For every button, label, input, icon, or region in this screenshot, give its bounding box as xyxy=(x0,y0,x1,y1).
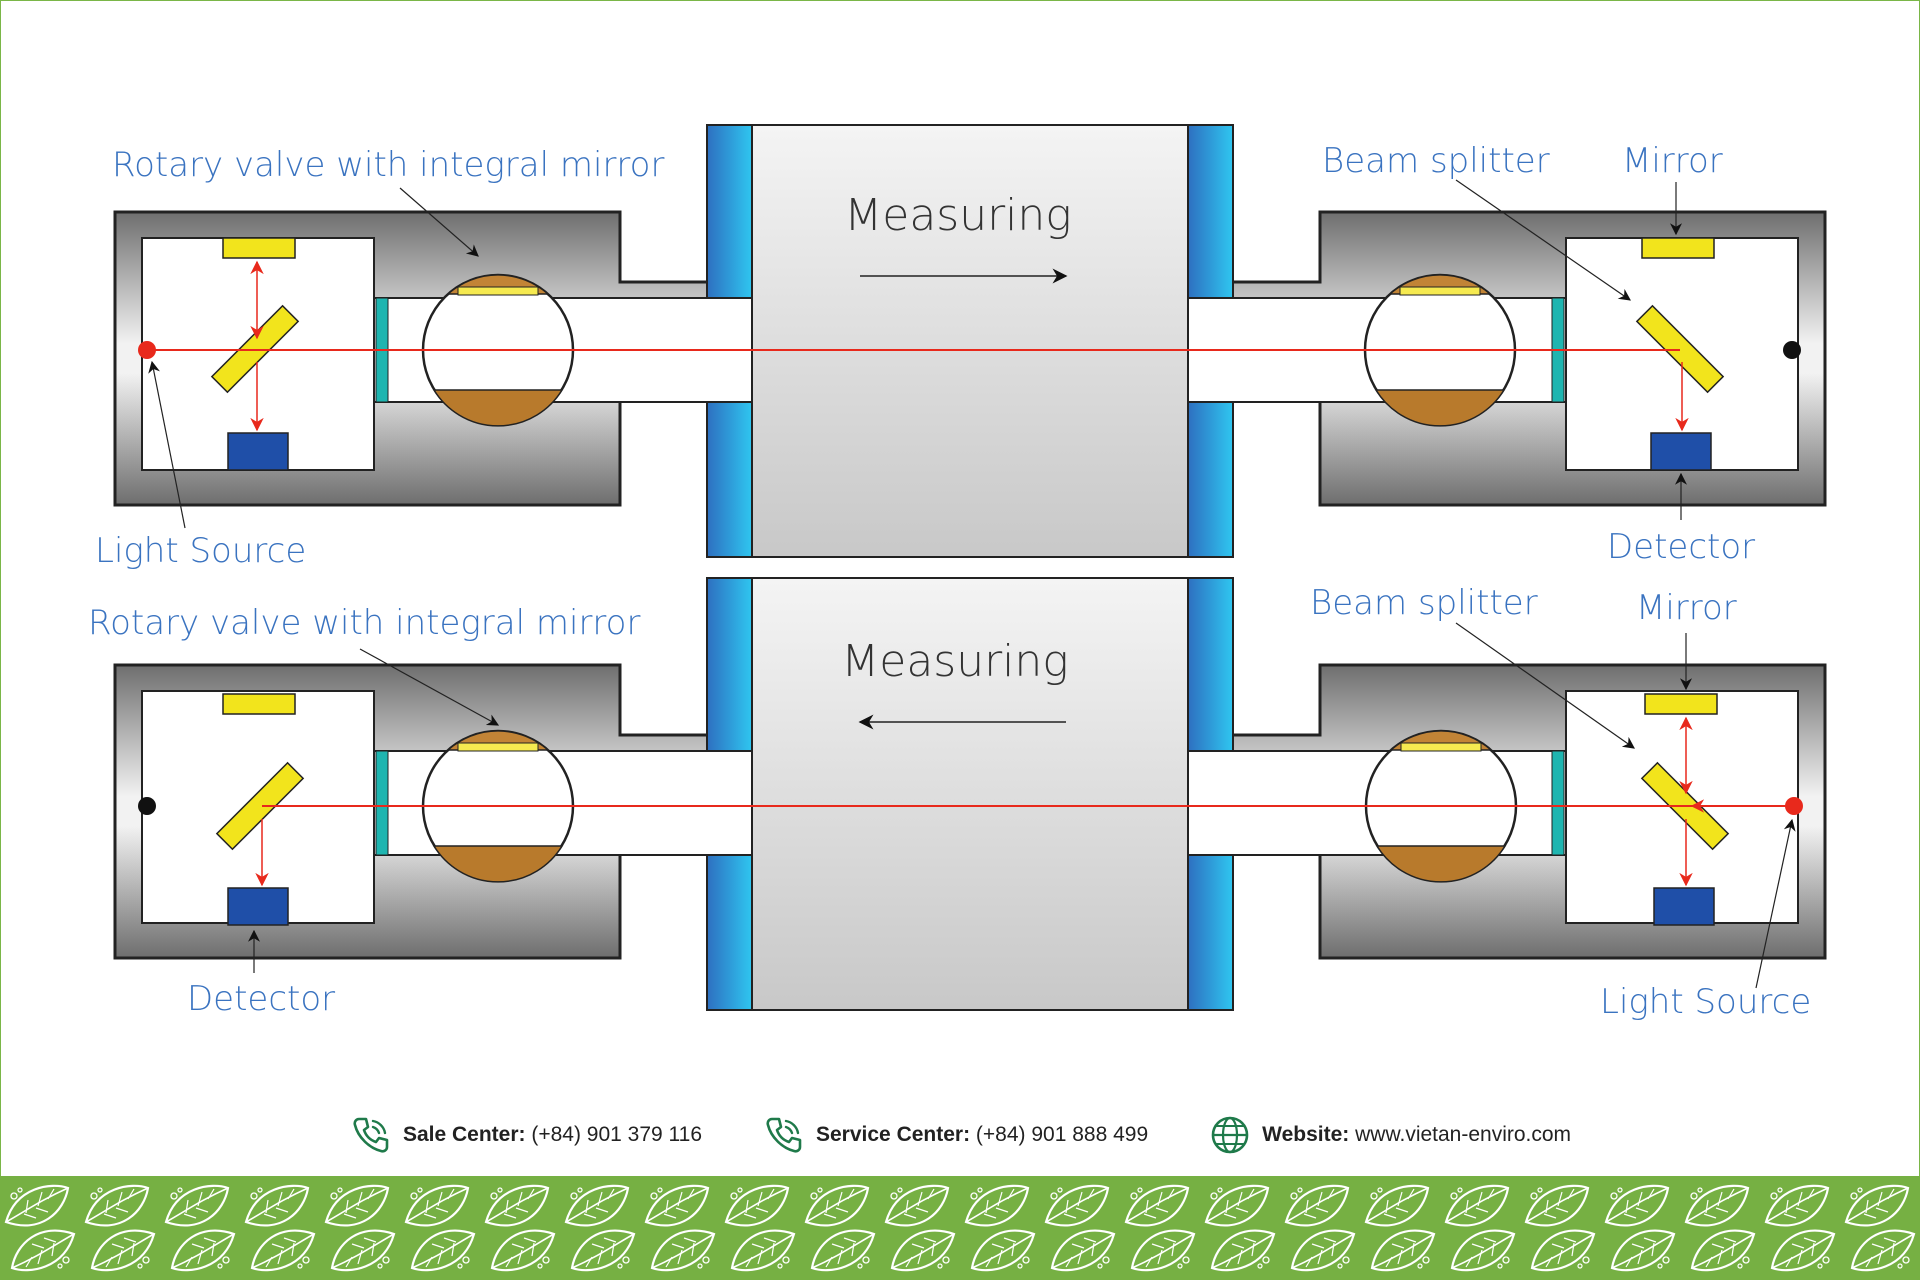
bottom-left-mirror xyxy=(222,693,296,715)
bottom-mirror-label: Mirror xyxy=(1636,588,1737,628)
bottom-measuring-label: Measuring xyxy=(841,636,1068,687)
bottom-assembly: Measuring Rotary valve with integral mir… xyxy=(88,576,1827,1022)
top-light-source-label: Light Source xyxy=(95,531,306,571)
phone-icon xyxy=(766,1117,802,1153)
bottom-rotary-valve-label: Rotary valve with integral mirror xyxy=(88,603,640,643)
top-right-detector xyxy=(1650,432,1712,471)
bottom-light-source-label: Light Source xyxy=(1600,982,1811,1022)
top-left-mirror xyxy=(222,237,296,259)
bottom-beam-splitter-label: Beam splitter xyxy=(1310,583,1538,623)
top-measuring-label: Measuring xyxy=(844,190,1071,241)
website: Website: www.vietan-enviro.com xyxy=(1208,1113,1571,1157)
top-beam-splitter-label: Beam splitter xyxy=(1322,141,1550,181)
top-rotary-valve-label: Rotary valve with integral mirror xyxy=(112,145,664,185)
sale-center-label: Sale Center: xyxy=(402,1123,526,1146)
top-light-source xyxy=(138,341,156,359)
top-assembly: Measuring Rotary valve with integral mir… xyxy=(95,123,1827,571)
gas-analyzer-diagram: Measuring Rotary valve with integral mir… xyxy=(88,123,1827,1022)
bottom-detector-label: Detector xyxy=(187,979,335,1019)
service-center-phone[interactable]: (+84) 901 888 499 xyxy=(975,1123,1149,1146)
globe-icon xyxy=(1211,1116,1249,1154)
leaf-pattern xyxy=(0,1176,1920,1280)
bottom-right-detector xyxy=(1653,887,1715,926)
sale-center-phone[interactable]: (+84) 901 379 116 xyxy=(531,1123,702,1146)
top-right-port xyxy=(1783,341,1801,359)
top-right-mirror xyxy=(1641,237,1715,259)
top-detector-label: Detector xyxy=(1607,527,1755,567)
service-center: Service Center: (+84) 901 888 499 xyxy=(762,1113,1148,1157)
phone-icon xyxy=(353,1117,389,1153)
bottom-left-detector xyxy=(227,887,289,926)
bottom-right-mirror xyxy=(1644,693,1718,715)
sale-center: Sale Center: (+84) 901 379 116 xyxy=(349,1113,702,1157)
leaf-pattern-band xyxy=(0,1176,1920,1280)
bottom-light-source xyxy=(1785,797,1803,815)
bottom-left-port xyxy=(138,797,156,815)
service-center-label: Service Center: xyxy=(816,1123,971,1146)
website-label: Website: xyxy=(1262,1123,1350,1146)
top-left-detector xyxy=(227,432,289,471)
bottom-left-beam-splitter xyxy=(215,761,305,851)
website-link[interactable]: www.vietan-enviro.com xyxy=(1355,1123,1572,1146)
top-mirror-label: Mirror xyxy=(1622,141,1723,181)
contact-footer: Sale Center: (+84) 901 379 116 Service C… xyxy=(0,1095,1920,1175)
